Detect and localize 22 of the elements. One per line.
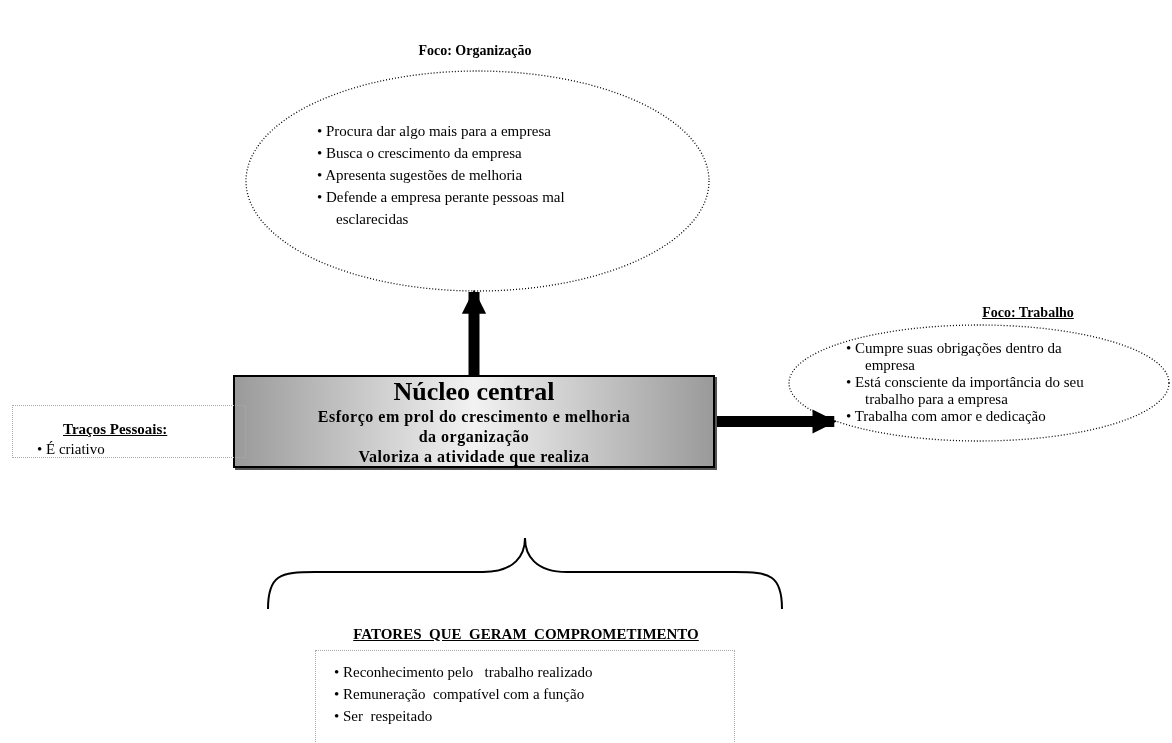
bullet-item: • Trabalha com amor e dedicação (846, 408, 1047, 425)
bullet-item: • É criativo (37, 440, 105, 459)
dotted-box (12, 405, 246, 458)
bullet-item: • Remuneração compatível com a função (334, 685, 586, 704)
bullet-item: • Cumpre suas obrigações dentro da empresa (846, 340, 1063, 374)
heading: FATORES QUE GERAM COMPROMETIMENTO (352, 625, 700, 644)
arrow (715, 409, 837, 434)
box-title: Núcleo central (393, 376, 555, 407)
heading: Foco: Organização (417, 42, 533, 60)
heading: Traços Pessoais: (63, 420, 168, 439)
bullet-item: • Procura dar algo mais para a empresa (317, 122, 552, 141)
bullet-item: • Apresenta sugestões de melhoria (317, 166, 524, 185)
bullet-item: • Ser respeitado (334, 707, 434, 726)
bullet-item: • Reconhecimento pelo trabalho realizado (334, 663, 593, 682)
box-text: Esforço em prol do crescimento e melhoria da organização (316, 406, 632, 447)
central-box (233, 375, 715, 468)
arrow (461, 289, 487, 375)
heading: Foco: Trabalho (981, 304, 1075, 322)
bullet-item: • Defende a empresa perante pessoas mal esclarecidas (317, 188, 566, 229)
bullet-item: • Está consciente da importância do seu trabalho para a empresa (846, 374, 1085, 408)
box-text: Valoriza a atividade que realiza (357, 446, 591, 467)
bullet-item: • Busca o crescimento da empresa (317, 144, 523, 163)
